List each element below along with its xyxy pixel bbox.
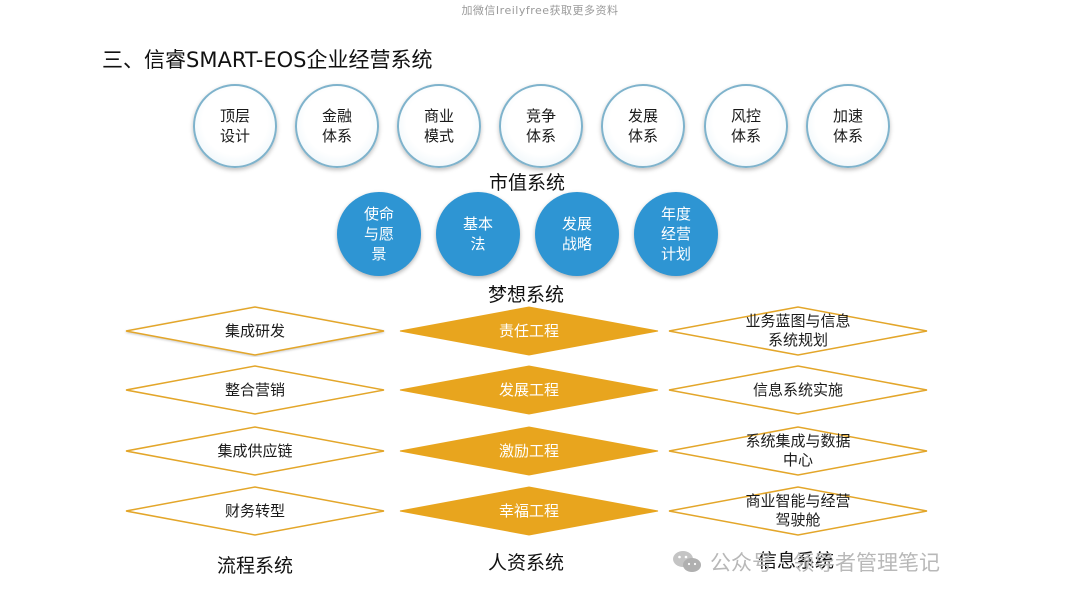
diamond-responsibility-project: 责任工程 <box>398 305 660 357</box>
dream-system-label: 梦想系统 <box>488 284 565 306</box>
circle-label-line1: 使命 <box>363 205 394 223</box>
circle-label-line1: 发展 <box>627 107 658 125</box>
circle-acceleration-system: 加速 体系 <box>806 84 890 168</box>
diamond-label: 财务转型 <box>224 501 285 520</box>
diamond-shape <box>125 426 385 476</box>
diamond-development-project: 发展工程 <box>398 364 660 416</box>
diamond-label: 信息系统实施 <box>752 380 843 399</box>
diamond-shape <box>668 365 928 415</box>
wechat-watermark: 公众号 · 领导者管理笔记 <box>672 547 940 577</box>
diamond-label-line2: 系统规划 <box>767 331 828 349</box>
diamond-happiness-project: 幸福工程 <box>398 485 660 537</box>
circle-label-line1: 金融 <box>321 107 352 125</box>
circle-top-design: 顶层 设计 <box>193 84 277 168</box>
diamond-info-system-implementation: 信息系统实施 <box>667 364 929 416</box>
diamond-label-line2: 中心 <box>782 451 813 469</box>
diamond-label-line2: 驾驶舱 <box>775 511 821 529</box>
diamond-label: 激励工程 <box>498 441 559 460</box>
circle-development-system: 发展 体系 <box>601 84 685 168</box>
diamond-shape <box>668 306 928 356</box>
diamond-incentive-project: 激励工程 <box>398 425 660 477</box>
diamond-label-line1: 商业智能与经营 <box>745 492 851 510</box>
circle-label-line2: 战略 <box>561 235 592 253</box>
circle-business-model: 商业 模式 <box>397 84 481 168</box>
circle-mission-vision: 使命 与愿 景 <box>337 192 421 276</box>
circle-finance-system: 金融 体系 <box>295 84 379 168</box>
diamond-label: 商业智能与经营 驾驶舱 <box>745 492 850 530</box>
circle-label-line2: 法 <box>470 235 486 253</box>
diamond-label: 业务蓝图与信息 系统规划 <box>745 312 850 350</box>
diamond-shape <box>399 486 659 536</box>
diamond-label: 幸福工程 <box>498 501 559 520</box>
diamond-shape <box>125 486 385 536</box>
circle-basic-law: 基本 法 <box>436 192 520 276</box>
info-system-label: 信息系统 <box>758 550 835 572</box>
circle-label-line1: 顶层 <box>219 107 250 125</box>
diamond-finance-transformation: 财务转型 <box>124 485 386 537</box>
diamond-shape <box>668 486 928 536</box>
circle-competition-system: 竞争 体系 <box>499 84 583 168</box>
circle-label-line3: 计划 <box>660 245 691 263</box>
diamond-integrated-marketing: 整合营销 <box>124 364 386 416</box>
diamond-label-line1: 业务蓝图与信息 <box>745 312 851 330</box>
diamond-integrated-rd: 集成研发 <box>124 305 386 357</box>
process-system-label: 流程系统 <box>217 555 294 577</box>
circle-label-line1: 竞争 <box>525 107 556 125</box>
circle-label-line2: 模式 <box>423 127 454 145</box>
circle-label-line1: 加速 <box>832 107 863 125</box>
diamond-business-intelligence: 商业智能与经营 驾驶舱 <box>667 485 929 537</box>
circle-label-line2: 体系 <box>730 127 761 145</box>
circle-label-line2: 体系 <box>321 127 352 145</box>
diamond-shape <box>125 306 385 356</box>
top-watermark: 加微信Ireilyfree获取更多资料 <box>461 4 619 17</box>
circle-label-line1: 风控 <box>730 107 761 125</box>
diamond-shape <box>668 426 928 476</box>
wechat-icon <box>673 551 701 572</box>
market-value-system-label: 市值系统 <box>489 172 566 194</box>
diamond-shape <box>399 306 659 356</box>
circle-label-line2: 与愿 <box>363 225 394 243</box>
watermark-text: 公众号 · 领导者管理笔记 <box>710 551 941 575</box>
circle-label-line3: 景 <box>371 245 387 263</box>
diamond-shape <box>125 365 385 415</box>
diamond-shape <box>399 426 659 476</box>
circle-annual-business-plan: 年度 经营 计划 <box>634 192 718 276</box>
diamond-shape <box>399 365 659 415</box>
diamond-label: 发展工程 <box>498 380 559 399</box>
diamond-label: 集成供应链 <box>217 441 293 460</box>
circle-label-line2: 设计 <box>219 127 250 145</box>
diamond-label: 整合营销 <box>224 380 285 399</box>
diamond-system-integration: 系统集成与数据 中心 <box>667 425 929 477</box>
circle-label-line2: 体系 <box>525 127 556 145</box>
diamond-label: 系统集成与数据 中心 <box>745 432 850 470</box>
circle-label-line1: 商业 <box>423 107 454 125</box>
diamond-integrated-supply-chain: 集成供应链 <box>124 425 386 477</box>
circle-label-line1: 基本 <box>462 215 493 233</box>
circle-risk-control-system: 风控 体系 <box>704 84 788 168</box>
circle-label-line1: 年度 <box>660 205 691 223</box>
circle-label-line2: 体系 <box>627 127 658 145</box>
diamond-business-blueprint: 业务蓝图与信息 系统规划 <box>667 305 929 357</box>
circle-label-line2: 经营 <box>660 225 691 243</box>
diamond-label: 责任工程 <box>498 321 559 340</box>
page-title: 三、信睿SMART-EOS企业经营系统 <box>102 48 433 72</box>
circle-label-line1: 发展 <box>561 215 592 233</box>
circle-development-strategy: 发展 战略 <box>535 192 619 276</box>
hr-system-label: 人资系统 <box>488 552 565 574</box>
circle-label-line2: 体系 <box>832 127 863 145</box>
diamond-label-line1: 系统集成与数据 <box>745 432 851 450</box>
diamond-label: 集成研发 <box>224 321 285 340</box>
